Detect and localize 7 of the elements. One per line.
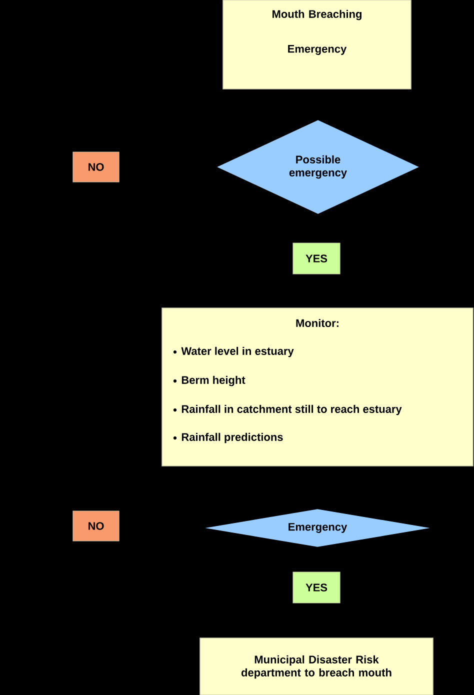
process-box: Municipal Disaster Risk department to breach mouth bbox=[200, 638, 434, 695]
process-box: Mouth Breaching Emergency bbox=[222, 0, 412, 90]
checklist-box: Monitor: Water level in estuary Berm height Rainfall in catchment still to reach estuary Rainfall predictions bbox=[162, 308, 474, 466]
no-label-box: NO bbox=[72, 510, 120, 542]
yes-label-box: YES bbox=[292, 572, 340, 604]
yes-label-box: YES bbox=[292, 242, 340, 274]
no-label-box: NO bbox=[72, 152, 120, 182]
